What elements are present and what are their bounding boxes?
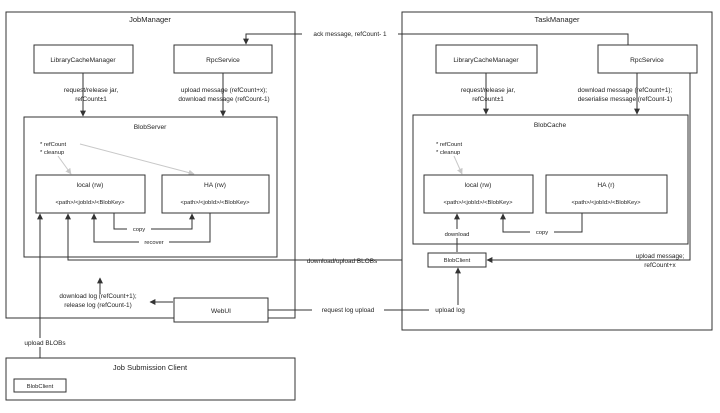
tm-blob-client: BlobClient (427, 252, 487, 268)
jm-local-store-title: local (rw) (77, 182, 104, 189)
blob-cache-title: BlobCache (534, 122, 567, 129)
jm-local-store-path: <path>/<jobId>/<BlobKey> (56, 200, 126, 206)
tm-download-deserialise-label-2: deserialise message (refCount-1) (578, 96, 672, 103)
jm-copy-label: copy (133, 227, 145, 233)
jm-rpc-service: RpcService (173, 44, 273, 74)
ack-message-arrow (243, 33, 629, 45)
tm-download-label: download (445, 232, 470, 238)
blob-server-bullet-refcount: * refCount (40, 142, 66, 148)
jsc-blob-client-label: BlobClient (27, 384, 54, 390)
jm-request-release-label-2: refCount±1 (75, 96, 107, 103)
jm-library-cache-manager-label: LibraryCacheManager (50, 57, 116, 64)
tm-ha-store-path: <path>/<jobId>/<BlobKey> (572, 200, 642, 206)
upload-message-arrow (486, 73, 691, 263)
tm-local-store-title: local (rw) (465, 182, 492, 189)
tm-library-cache-manager-label: LibraryCacheManager (453, 57, 519, 64)
upload-blobs-label: upload BLOBs (24, 340, 65, 347)
tm-ha-store: HA (r) <path>/<jobId>/<BlobKey> (545, 174, 668, 214)
tm-rpc-service: RpcService (597, 44, 698, 74)
tm-blob-client-label: BlobClient (444, 258, 471, 264)
jm-log-label-2: release log (refCount-1) (64, 302, 132, 309)
tm-request-release-label-2: refCount±1 (472, 96, 504, 103)
tm-download-deserialise-label-1: download message (refCount+1); (578, 87, 673, 94)
tm-ha-store-title: HA (r) (597, 182, 614, 189)
request-log-upload-label: request log upload (322, 307, 375, 314)
ack-message-label: ack message, refCount- 1 (313, 31, 387, 38)
jm-log-label-1: download log (refCount+1); (59, 293, 136, 300)
job-submission-client-title: Job Submission Client (113, 363, 188, 372)
jm-copy-arrow (113, 213, 195, 230)
jm-local-store: local (rw) <path>/<jobId>/<BlobKey> (35, 174, 146, 214)
jm-rpc-service-label: RpcService (206, 57, 240, 64)
upload-message-label-2: refCount+x (644, 262, 676, 269)
tm-local-store-path: <path>/<jobId>/<BlobKey> (444, 200, 514, 206)
jm-upload-download-label-1: upload message (refCount+x); (181, 87, 267, 94)
tm-library-cache-manager: LibraryCacheManager (435, 44, 538, 74)
tm-cleanup-to-local-arrow (453, 155, 463, 175)
upload-message-label-1: upload message; (636, 253, 685, 260)
jm-upload-download-label-2: download message (refCount-1) (178, 96, 269, 103)
jm-ha-store-title: HA (rw) (204, 182, 226, 189)
tm-local-store: local (rw) <path>/<jobId>/<BlobKey> (423, 174, 534, 214)
web-ui: WebUI (173, 297, 269, 323)
tm-rpc-service-label: RpcService (630, 57, 664, 64)
jm-cleanup-to-local-arrow (57, 155, 72, 175)
tm-request-release-label-1: request/release jar, (461, 87, 516, 94)
jm-recover-label: recover (144, 240, 163, 246)
blob-cache-bullet-refcount: * refCount (436, 142, 462, 148)
jm-library-cache-manager: LibraryCacheManager (33, 44, 134, 74)
jobmanager-title: JobManager (129, 15, 171, 24)
web-ui-label: WebUI (211, 308, 231, 315)
jm-request-release-label-1: request/release jar, (64, 87, 119, 94)
download-upload-blobs-arrow (65, 213, 427, 261)
tm-copy-label: copy (536, 230, 548, 236)
jm-ha-store: HA (rw) <path>/<jobId>/<BlobKey> (161, 174, 270, 214)
taskmanager-title: TaskManager (534, 15, 580, 24)
jm-refcount-to-ha-arrow (79, 143, 195, 176)
jm-ha-store-path: <path>/<jobId>/<BlobKey> (181, 200, 251, 206)
download-upload-blobs-label: download/upload BLOBs (307, 258, 377, 265)
blob-server-bullet-cleanup: * cleanup (40, 150, 64, 156)
jsc-blob-client: BlobClient (13, 378, 67, 393)
upload-log-label: upload log (435, 307, 465, 314)
blob-server-title: BlobServer (134, 124, 167, 131)
blob-cache-bullet-cleanup: * cleanup (436, 150, 460, 156)
